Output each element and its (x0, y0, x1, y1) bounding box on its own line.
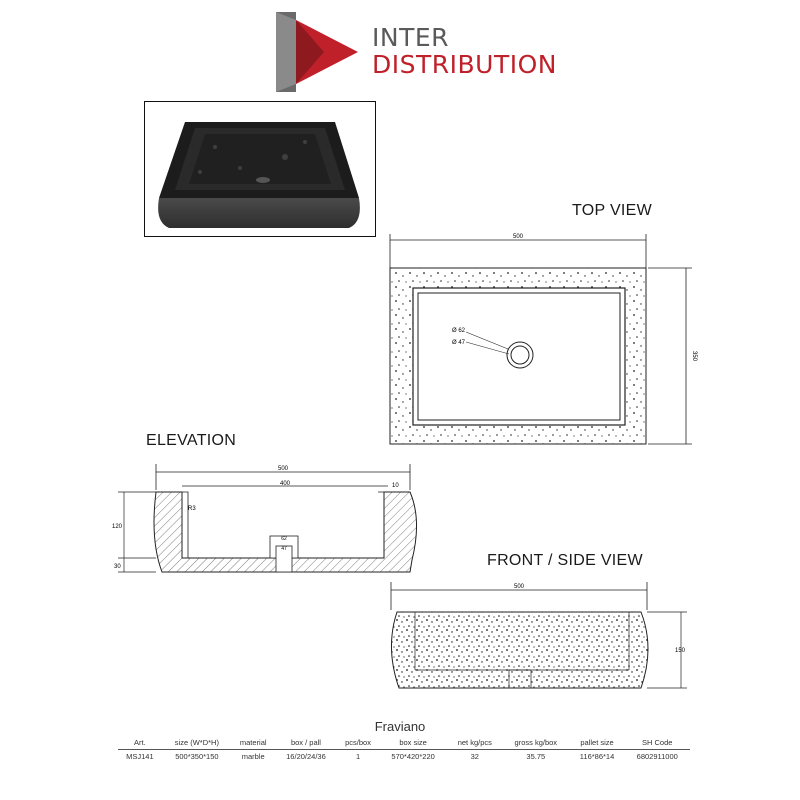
front-side-view-drawing: 500 150 (390, 582, 687, 689)
elevation-drain-outer-dim: 62 (281, 536, 287, 542)
elevation-inner-dim: 400 (280, 481, 291, 487)
elevation-label: ELEVATION (146, 432, 237, 449)
spec-header-material: material (232, 737, 275, 750)
sink-photo-illustration (158, 122, 360, 228)
top-depth-dim: 350 (691, 351, 697, 362)
elevation-drain-inner-dim: 47 (281, 546, 287, 552)
spec-table-header-row: Art. size (W*D*H) material box / pall pc… (118, 737, 690, 750)
elevation-base-dim: 30 (114, 564, 121, 570)
spec-cell-net-kg: 32 (470, 752, 479, 761)
brand-name-line2: DISTRIBUTION (372, 50, 557, 79)
spec-header-pcs-box: pcs/box (337, 737, 379, 750)
spec-cell-gross-kg: 35.75 (526, 752, 546, 761)
spec-header-box-pall: box / pall (274, 737, 338, 750)
elevation-rim-dim: 10 (392, 483, 399, 489)
front-height-dim: 150 (675, 648, 686, 654)
table-row: MSJ141 500*350*150 marble 16/20/24/36 1 … (118, 750, 690, 764)
product-photo-frame (144, 101, 376, 237)
top-view-label: TOP VIEW (572, 202, 653, 219)
spec-header-sh-code: SH Code (624, 737, 690, 750)
spec-header-size: size (W*D*H) (161, 737, 233, 750)
product-name: Fraviano (374, 719, 426, 734)
spec-header-gross-kg: gross kg/box (501, 737, 570, 750)
elevation-height-dim: 120 (112, 524, 123, 530)
front-width-dim: 500 (514, 584, 525, 590)
spec-table: Art. size (W*D*H) material box / pall pc… (118, 737, 690, 763)
top-drain-inner-dim: Ø 47 (452, 340, 466, 346)
brand-name-line1: INTER (372, 23, 450, 52)
front-side-view-label: FRONT / SIDE VIEW (487, 552, 643, 569)
top-width-dim: 500 (513, 234, 524, 240)
spec-header-art: Art. (118, 737, 162, 750)
top-drain-outer-dim: Ø 62 (452, 328, 466, 334)
spec-cell-art: MSJ141 (126, 752, 154, 761)
spec-header-box-size: box size (378, 737, 448, 750)
elevation-radius-dim: R3 (188, 506, 196, 512)
spec-cell-pcs-box: 1 (355, 752, 361, 761)
spec-cell-material: marble (241, 752, 265, 761)
spec-cell-sh-code: 6802911000 (636, 752, 678, 761)
spec-cell-box-pall: 16/20/24/36 (286, 752, 326, 761)
elevation-width-dim: 500 (278, 466, 289, 472)
spec-cell-box-size: 570*420*220 (391, 752, 435, 761)
spec-cell-pallet-size: 116*86*14 (579, 752, 615, 761)
spec-header-pallet-size: pallet size (569, 737, 625, 750)
spec-cell-size: 500*350*150 (175, 752, 219, 761)
brand-logo-mark (276, 12, 358, 92)
top-view-drawing: 500 Ø 62 Ø 47 350 (389, 234, 697, 445)
elevation-drawing: 500 400 10 R3 62 47 120 30 (112, 464, 418, 573)
spec-header-net-kg: net kg/pcs (447, 737, 502, 750)
